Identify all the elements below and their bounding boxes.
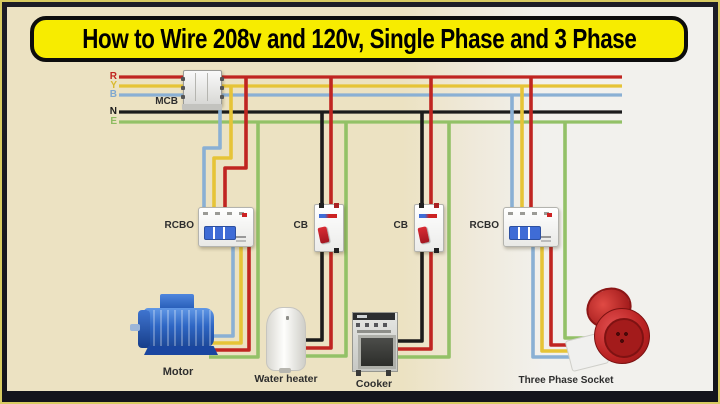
bus-label-y: Y (110, 80, 117, 91)
bus-label-r: R (109, 71, 117, 82)
diagram-canvas: How to Wire 208v and 120v, Single Phase … (7, 7, 713, 391)
rcbo-left-out-yellow-wire (211, 240, 243, 345)
water-heater-label: Water heater (254, 373, 318, 385)
cooker-earth-wire (390, 122, 451, 359)
motor-label: Motor (162, 366, 194, 378)
cb-right-label: CB (393, 220, 408, 231)
mcb-label: MCB (155, 96, 178, 107)
cb-left-phase-wire (300, 77, 333, 350)
cb-left-breaker (314, 203, 344, 253)
bus-label-n: N (109, 106, 117, 117)
cb-left-label: CB (293, 220, 308, 231)
rcbo-left-in-yellow-wire (212, 86, 233, 214)
rcbo-right-breaker (503, 207, 559, 247)
rcbo-right-label: RCBO (469, 220, 499, 231)
rcbo-left-in-blue-wire (202, 95, 222, 214)
motor-graphic (130, 294, 222, 362)
rcbo-left-out-red-wire (211, 240, 251, 352)
water-heater-graphic (266, 307, 306, 373)
rcbo-left-out-blue-wire (211, 240, 235, 338)
bus-label-b: B (109, 89, 117, 100)
rcbo-left-breaker (198, 207, 254, 247)
title-banner: How to Wire 208v and 120v, Single Phase … (30, 16, 688, 62)
bus-label-e: E (110, 116, 117, 127)
rcbo-left-in-red-wire (223, 77, 248, 214)
cooker-label: Cooker (355, 378, 393, 390)
cb-right-phase-wire (390, 77, 433, 351)
motor-earth-wire (209, 122, 260, 359)
rcbo-left-label: RCBO (164, 220, 194, 231)
cb-right-breaker (414, 203, 444, 253)
three-phase-socket-graphic (560, 280, 652, 376)
water-heater-earth-wire (300, 122, 348, 358)
page-title: How to Wire 208v and 120v, Single Phase … (81, 23, 637, 54)
cb-right-neutral-wire (390, 112, 424, 343)
three-phase-socket-label: Three Phase Socket (518, 375, 614, 386)
mcb-breaker (181, 70, 224, 110)
cb-left-neutral-wire (300, 112, 324, 342)
cooker-graphic (352, 310, 398, 376)
